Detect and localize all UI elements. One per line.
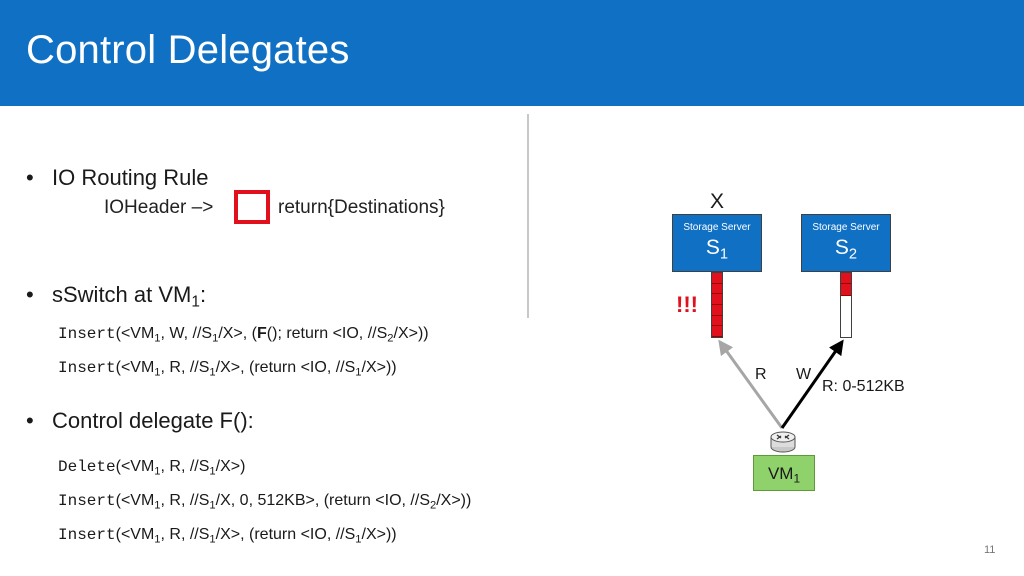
storage-server-1: Storage Server S1 <box>672 214 762 272</box>
code-keyword: Insert <box>58 359 116 377</box>
code-sub: 2 <box>429 499 437 512</box>
server-caption: Storage Server <box>812 222 880 233</box>
file-x-label: X <box>710 190 725 213</box>
queue-segment <box>841 305 851 317</box>
server-1-queue <box>711 272 723 338</box>
bullet-io-routing: • IO Routing Rule <box>26 165 209 191</box>
rule-left-text: IOHeader –> <box>104 197 214 218</box>
code-keyword: Delete <box>58 458 116 476</box>
code-sub: 1 <box>209 465 216 478</box>
code-part: , R, //S <box>160 359 210 376</box>
code-sub: 1 <box>209 366 216 379</box>
server-caption: Storage Server <box>683 222 751 233</box>
write-arrow <box>780 339 844 429</box>
bullet-dot: • <box>26 282 34 307</box>
bullet-dot: • <box>26 408 34 433</box>
bullet-heading-sub: 1 <box>191 293 200 311</box>
bullet-sswitch: • sSwitch at VM1: <box>26 282 207 311</box>
queue-segment <box>712 305 722 316</box>
code-sub: 1 <box>154 465 161 478</box>
queue-segment <box>712 294 722 306</box>
queue-segment <box>841 284 851 296</box>
code-part: /X>)) <box>361 359 397 376</box>
read-label: R <box>755 366 767 383</box>
server-id-letter: S <box>705 236 720 259</box>
bullet-control-delegate: • Control delegate F(): <box>26 408 254 434</box>
bullet-dot: • <box>26 165 34 190</box>
storage-server-2: Storage Server S2 <box>801 214 891 272</box>
vm-label: VM <box>767 464 794 483</box>
code-keyword: Insert <box>58 325 116 343</box>
sswitch-rule-1: Insert(<VM1, W, //S1/X>, (F(); return <I… <box>58 325 429 345</box>
queue-segment <box>712 315 722 327</box>
code-sub: 1 <box>355 533 362 546</box>
vm-label-sub: 1 <box>793 471 801 486</box>
code-part: /X>, ( <box>218 325 257 342</box>
router-icon <box>770 431 796 453</box>
page-number: 11 <box>984 544 996 556</box>
code-sub: 1 <box>212 332 219 345</box>
rule-right-text: return{Destinations} <box>278 197 445 218</box>
code-keyword: Insert <box>58 526 116 544</box>
code-part: , R, //S <box>160 492 210 509</box>
code-part: (<VM <box>115 526 155 543</box>
server-id: S2 <box>802 236 890 263</box>
code-part: (<VM <box>115 325 155 342</box>
queue-segment <box>712 283 722 295</box>
delegate-rule-3: Insert(<VM1, R, //S1/X>, (return <IO, //… <box>58 526 397 546</box>
code-sub: 1 <box>154 366 161 379</box>
code-part: /X>)) <box>361 526 397 543</box>
code-part: (<VM <box>115 492 155 509</box>
queue-segment <box>841 273 851 285</box>
queue-segment <box>841 295 851 306</box>
read-arrow <box>718 339 784 429</box>
range-label: R: 0-512KB <box>822 378 905 395</box>
code-part: (<VM <box>115 458 155 475</box>
overload-alert: !!! <box>676 292 698 317</box>
code-bold: F <box>257 325 267 342</box>
queue-segment <box>712 326 722 338</box>
sswitch-rule-2: Insert(<VM1, R, //S1/X>, (return <IO, //… <box>58 359 397 379</box>
code-part: , R, //S <box>160 526 210 543</box>
bullet-heading: Control delegate F(): <box>52 408 254 433</box>
code-sub: 1 <box>154 499 161 512</box>
code-part: /X>, (return <IO, //S <box>215 526 356 543</box>
code-sub: 1 <box>209 533 216 546</box>
bullet-heading-post: : <box>199 282 207 307</box>
delegate-rule-1: Delete(<VM1, R, //S1/X>) <box>58 458 246 478</box>
code-part: /X>) <box>215 458 246 475</box>
title-bar: Control Delegates <box>0 0 1024 106</box>
server-id-sub: 1 <box>719 246 729 263</box>
code-sub: 1 <box>355 366 362 379</box>
code-part: , W, //S <box>160 325 213 342</box>
slide-title: Control Delegates <box>26 28 350 72</box>
code-part: (); return <IO, //S <box>266 325 388 342</box>
server-id-sub: 2 <box>848 246 858 263</box>
queue-segment <box>841 316 851 327</box>
code-part: (<VM <box>115 359 155 376</box>
code-sub: 1 <box>154 533 161 546</box>
rule-function-box <box>234 190 270 224</box>
server-id: S1 <box>673 236 761 263</box>
bullet-heading: IO Routing Rule <box>52 165 209 190</box>
delegate-rule-2: Insert(<VM1, R, //S1/X, 0, 512KB>, (retu… <box>58 492 472 512</box>
code-sub: 1 <box>209 499 216 512</box>
vm-1-box: VM1 <box>753 455 815 491</box>
code-sub: 1 <box>154 332 161 345</box>
code-part: , R, //S <box>160 458 210 475</box>
server-2-queue <box>840 272 852 338</box>
code-part: /X>, (return <IO, //S <box>215 359 356 376</box>
queue-segment <box>712 273 722 284</box>
server-id-letter: S <box>834 236 849 259</box>
vertical-divider <box>527 114 529 318</box>
code-sub: 2 <box>387 332 394 345</box>
write-label: W <box>796 366 812 383</box>
code-part: /X>)) <box>393 325 429 342</box>
code-part: /X>)) <box>436 492 472 509</box>
queue-segment <box>841 326 851 337</box>
bullet-heading-pre: sSwitch at VM <box>52 282 192 307</box>
code-keyword: Insert <box>58 492 116 510</box>
code-part: /X, 0, 512KB>, (return <IO, //S <box>215 492 430 509</box>
